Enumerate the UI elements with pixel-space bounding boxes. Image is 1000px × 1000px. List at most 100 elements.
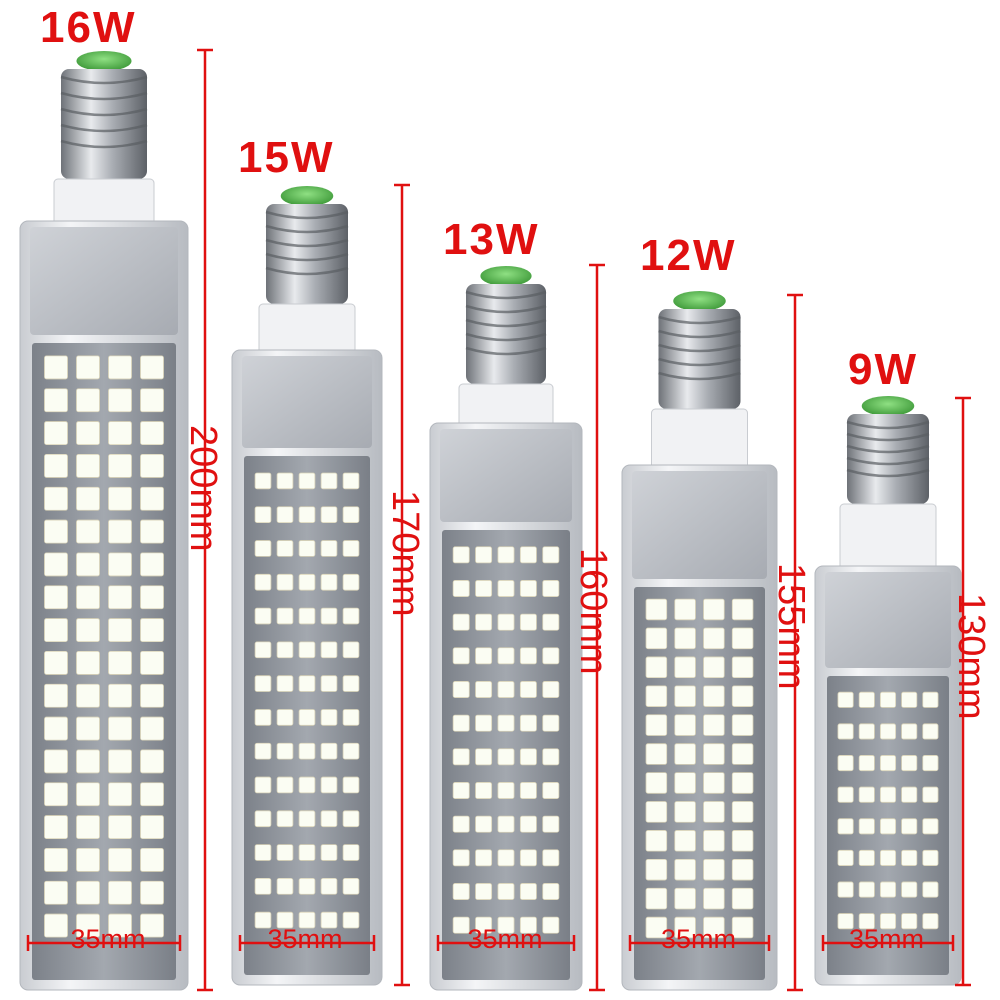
led-chip bbox=[475, 748, 493, 766]
led-chip bbox=[879, 881, 897, 898]
screw-thread bbox=[60, 75, 148, 85]
bulb-16w bbox=[19, 51, 189, 991]
led-chip bbox=[645, 598, 668, 621]
led-chip bbox=[475, 849, 493, 867]
led-chip bbox=[276, 844, 294, 861]
screw-thread bbox=[60, 107, 148, 117]
screw-thread bbox=[658, 329, 741, 339]
led-chip bbox=[542, 916, 560, 934]
led-chip bbox=[298, 472, 316, 490]
screw-thread bbox=[60, 139, 148, 149]
led-chip bbox=[254, 641, 272, 659]
screw-thread bbox=[846, 444, 930, 454]
led-chip bbox=[320, 472, 338, 490]
led-chip bbox=[475, 782, 493, 799]
led-chip bbox=[140, 880, 164, 905]
led-chip bbox=[44, 585, 68, 610]
screw-thread bbox=[465, 346, 547, 356]
led-chip bbox=[254, 472, 272, 490]
height-label-170mm: 170mm bbox=[384, 490, 426, 617]
led-chip bbox=[298, 506, 316, 523]
led-chip bbox=[44, 650, 68, 675]
led-chip bbox=[879, 691, 897, 708]
led-chip bbox=[674, 858, 696, 881]
led-chip bbox=[475, 647, 493, 665]
screw-thread bbox=[846, 468, 930, 478]
screw-thread bbox=[846, 420, 930, 430]
led-chip bbox=[342, 810, 360, 828]
led-chip bbox=[254, 709, 272, 726]
led-chip bbox=[475, 546, 493, 564]
driver-block bbox=[440, 429, 572, 522]
width-label-15w: 35mm bbox=[267, 924, 343, 954]
led-chip bbox=[674, 714, 696, 736]
led-chip bbox=[108, 716, 132, 741]
led-chip bbox=[342, 641, 360, 659]
led-chip bbox=[858, 849, 875, 866]
led-chip bbox=[276, 675, 294, 692]
led-chip bbox=[452, 883, 470, 900]
led-chip bbox=[140, 749, 164, 774]
wattage-label-12w: 12W bbox=[640, 231, 737, 280]
led-chip bbox=[542, 613, 560, 631]
led-chip bbox=[645, 887, 668, 910]
led-chip bbox=[76, 650, 100, 675]
led-chip bbox=[645, 743, 668, 765]
led-chip bbox=[140, 388, 164, 413]
led-chip bbox=[76, 815, 100, 840]
led-chip bbox=[76, 847, 100, 872]
led-chip bbox=[76, 552, 100, 577]
led-chip bbox=[497, 815, 515, 833]
screw-thread bbox=[465, 304, 547, 314]
led-chip bbox=[76, 453, 100, 478]
led-chip bbox=[879, 849, 897, 866]
led-chip bbox=[497, 647, 515, 665]
led-chip bbox=[519, 580, 537, 597]
led-chip bbox=[731, 714, 754, 736]
led-chip bbox=[44, 618, 68, 643]
led-chip bbox=[342, 675, 360, 692]
led-chip bbox=[497, 883, 515, 900]
screw-thread bbox=[265, 224, 349, 234]
led-chip bbox=[140, 815, 164, 840]
led-chip bbox=[320, 878, 338, 895]
led-chip bbox=[901, 818, 918, 835]
led-chip bbox=[542, 546, 560, 564]
led-chip bbox=[320, 844, 338, 861]
led-chip bbox=[254, 573, 272, 591]
led-chip bbox=[731, 858, 754, 881]
led-chip bbox=[703, 887, 725, 910]
led-chip bbox=[837, 723, 854, 740]
led-chip bbox=[542, 782, 560, 799]
led-chip bbox=[44, 552, 68, 577]
led-chip bbox=[76, 913, 100, 938]
screw-thread bbox=[60, 91, 148, 101]
led-chip bbox=[542, 580, 560, 597]
led-chip bbox=[44, 749, 68, 774]
led-chip bbox=[731, 598, 754, 621]
led-chip bbox=[922, 755, 939, 772]
led-chip bbox=[320, 573, 338, 591]
led-chip bbox=[298, 709, 316, 726]
led-chip bbox=[44, 847, 68, 872]
led-chip bbox=[858, 913, 875, 930]
led-chip bbox=[519, 613, 537, 631]
led-chip bbox=[108, 880, 132, 905]
led-chip bbox=[140, 453, 164, 478]
led-chip bbox=[674, 743, 696, 765]
led-chip bbox=[320, 641, 338, 659]
led-chip bbox=[342, 878, 360, 895]
led-chip bbox=[44, 388, 68, 413]
led-chip bbox=[140, 650, 164, 675]
led-chip bbox=[731, 685, 754, 707]
led-chip bbox=[342, 911, 360, 929]
green-cap bbox=[76, 51, 132, 71]
led-chip bbox=[342, 776, 360, 794]
driver-block bbox=[825, 572, 951, 668]
screw-thread bbox=[465, 318, 547, 328]
led-chip bbox=[519, 883, 537, 900]
led-chip bbox=[140, 847, 164, 872]
led-chip bbox=[108, 486, 132, 511]
led-chip bbox=[703, 830, 725, 852]
